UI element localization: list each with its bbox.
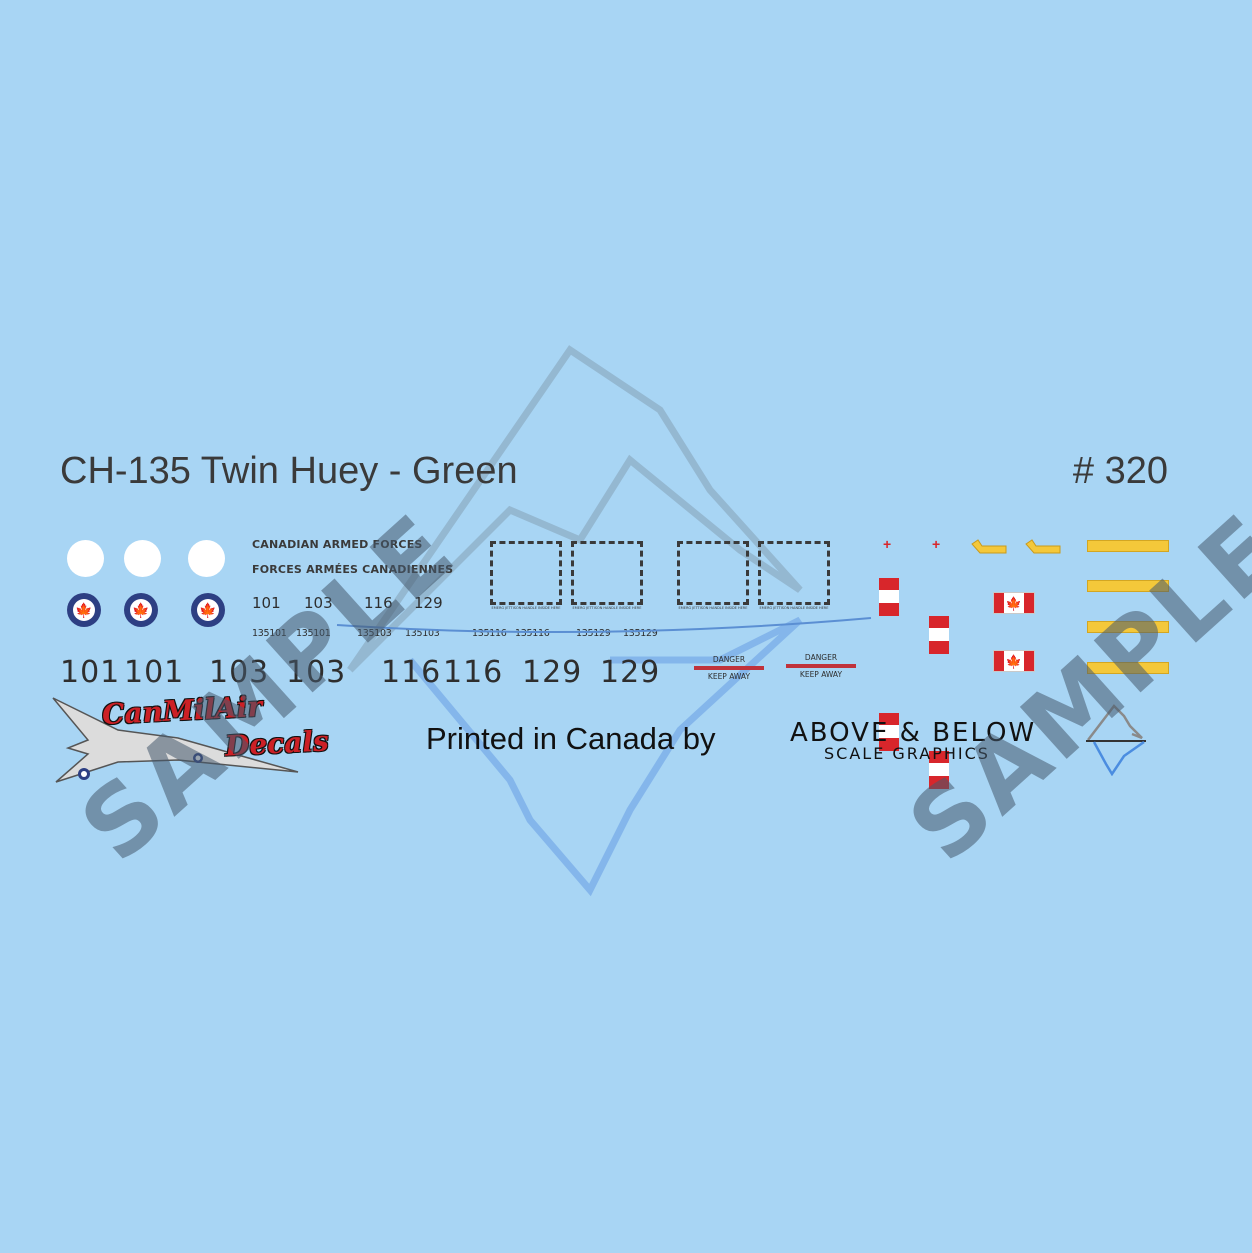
- maple-leaf-icon: 🍁: [73, 599, 95, 621]
- jet-aircraft-icon: [52, 697, 299, 783]
- big-code: 129: [522, 655, 583, 690]
- maple-leaf-icon: 🍁: [1005, 595, 1023, 611]
- white-disc: [188, 540, 225, 577]
- small-code: 101: [252, 594, 281, 612]
- big-code: 129: [600, 655, 661, 690]
- big-code: 103: [286, 655, 347, 690]
- maple-leaf-icon: 🍁: [130, 599, 152, 621]
- white-disc: [124, 540, 161, 577]
- above-below-logo-text: ABOVE & BELOW: [790, 718, 1037, 748]
- serial: 135116: [472, 628, 507, 639]
- maple-leaf-icon: 🍁: [1005, 653, 1023, 669]
- red-cross-icon: +: [932, 536, 941, 552]
- serial: 135101: [252, 628, 287, 639]
- danger-text: DANGER: [712, 655, 746, 664]
- red-white-stripe: [879, 578, 899, 616]
- serial: 135129: [576, 628, 611, 639]
- serial: 135101: [296, 628, 331, 639]
- roundel-icon: 🍁: [124, 593, 158, 627]
- yellow-cutter-icon: [1025, 539, 1061, 554]
- small-code: 103: [304, 594, 333, 612]
- serial: 135129: [623, 628, 658, 639]
- canada-flag-icon: 🍁: [993, 592, 1035, 614]
- sample-watermark: SAMPLE: [888, 492, 1252, 884]
- yellow-cutter-icon: [971, 539, 1007, 554]
- door-outline: [677, 541, 749, 605]
- door-label: EMERG JETTISON HANDLE INSIDE HERE: [572, 606, 642, 610]
- small-code: 116: [364, 594, 393, 612]
- scale-graphics-text: SCALE GRAPHICS: [824, 744, 990, 763]
- door-outline: [490, 541, 562, 605]
- door-label: EMERG JETTISON HANDLE INSIDE HERE: [759, 606, 829, 610]
- red-cross-icon: +: [883, 536, 892, 552]
- big-code: 101: [60, 655, 121, 690]
- arrow-right-icon: [694, 666, 764, 670]
- marking-english: CANADIAN ARMED FORCES: [252, 538, 423, 551]
- serial: 135103: [405, 628, 440, 639]
- arrow-left-icon: [786, 664, 856, 668]
- door-outline: [571, 541, 643, 605]
- big-code: 103: [209, 655, 270, 690]
- keep-away-text: KEEP AWAY: [799, 670, 843, 679]
- mountain-logo-icon: [1086, 704, 1146, 776]
- red-white-stripe: [929, 751, 949, 789]
- door-label: EMERG JETTISON HANDLE INSIDE HERE: [491, 606, 561, 610]
- keep-away-text: KEEP AWAY: [707, 672, 751, 681]
- yellow-stripe: [1087, 662, 1169, 674]
- serial: 135116: [515, 628, 550, 639]
- canada-flag-icon: 🍁: [993, 650, 1035, 672]
- big-code: 101: [124, 655, 185, 690]
- swoosh-line: [336, 617, 872, 634]
- mountain-watermark-icon: [347, 345, 803, 897]
- marking-french: FORCES ARMÉES CANADIENNES: [252, 563, 454, 576]
- danger-placard: DANGER KEEP AWAY: [786, 652, 856, 680]
- yellow-stripe: [1087, 621, 1169, 633]
- big-code: 116: [443, 655, 504, 690]
- white-disc: [67, 540, 104, 577]
- red-white-stripe: [879, 713, 899, 751]
- roundel-icon: 🍁: [67, 593, 101, 627]
- door-label: EMERG JETTISON HANDLE INSIDE HERE: [678, 606, 748, 610]
- sheet-number: # 320: [1072, 450, 1168, 492]
- serial: 135103: [357, 628, 392, 639]
- danger-text: DANGER: [804, 653, 838, 662]
- sheet-title: CH-135 Twin Huey - Green: [60, 450, 518, 492]
- door-outline: [758, 541, 830, 605]
- big-code: 116: [381, 655, 442, 690]
- yellow-stripe: [1087, 580, 1169, 592]
- danger-placard: DANGER KEEP AWAY: [694, 654, 764, 682]
- yellow-stripe: [1087, 540, 1169, 552]
- maple-leaf-icon: 🍁: [197, 599, 219, 621]
- red-white-stripe: [929, 616, 949, 654]
- small-code: 129: [414, 594, 443, 612]
- printed-by-text: Printed in Canada by: [426, 721, 716, 756]
- roundel-icon: 🍁: [191, 593, 225, 627]
